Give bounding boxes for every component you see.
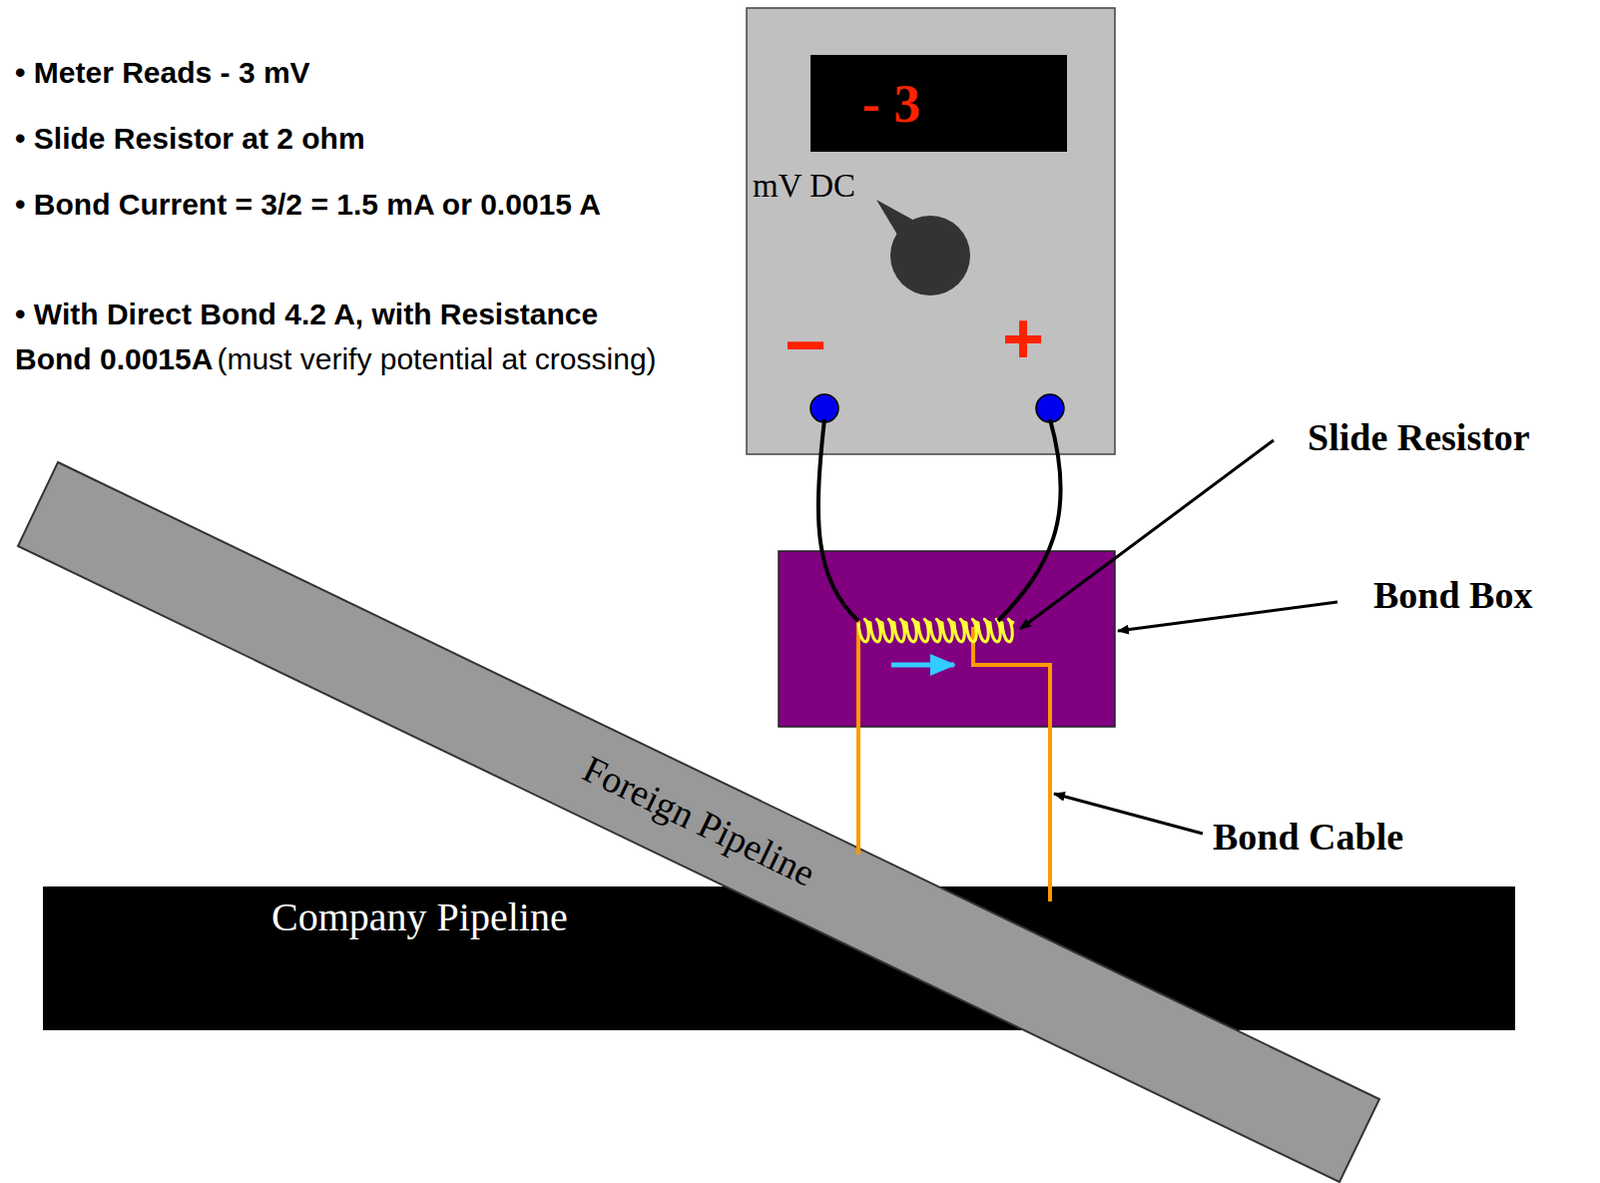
note-line: (must verify potential at crossing) <box>216 342 656 376</box>
positive-terminal <box>1036 394 1065 423</box>
pipeline-name: Company Pipeline <box>271 894 568 941</box>
knob-pointer <box>876 199 917 240</box>
meter-display <box>810 54 1067 152</box>
leader-line <box>1117 601 1338 631</box>
reading-value: - 3 <box>862 72 921 135</box>
foreign-pipeline: Foreign Pipeline <box>17 462 1380 1181</box>
range-label: mV DC <box>752 167 856 206</box>
bond-cable <box>973 626 1051 902</box>
callout-label: Slide Resistor <box>1307 409 1531 467</box>
leader-line <box>1054 793 1203 834</box>
note-line: • Bond Current = 3/2 = 1.5 mA or 0.0015 … <box>14 181 654 227</box>
leader-line <box>1020 440 1274 629</box>
callout-label: Bond Box <box>1373 566 1533 624</box>
resistor-coil <box>858 618 1015 642</box>
bond-cable <box>856 620 861 855</box>
polarity-sign: + <box>1002 297 1045 381</box>
note-line: • Meter Reads - 3 mV <box>14 49 674 95</box>
meter-display: - 3 <box>810 54 1067 152</box>
callout-label: Bond Cable <box>1212 808 1404 866</box>
negative-terminal <box>810 394 839 423</box>
resistor-symbol <box>858 618 1015 642</box>
polarity-sign: − <box>784 303 827 387</box>
foreign-pipe-body <box>17 462 1380 1182</box>
current-arrow <box>891 662 955 668</box>
test-lead <box>818 419 859 621</box>
note-block: • With Direct Bond 4.2 A, with Resistanc… <box>14 291 674 382</box>
test-lead <box>998 419 1062 621</box>
company-pipeline: Company Pipeline <box>42 886 1516 1031</box>
note-line: • Slide Resistor at 2 ohm <box>14 115 674 161</box>
meter-case <box>746 7 1115 455</box>
multimeter: mV DC − + - 3 <box>746 7 1115 455</box>
